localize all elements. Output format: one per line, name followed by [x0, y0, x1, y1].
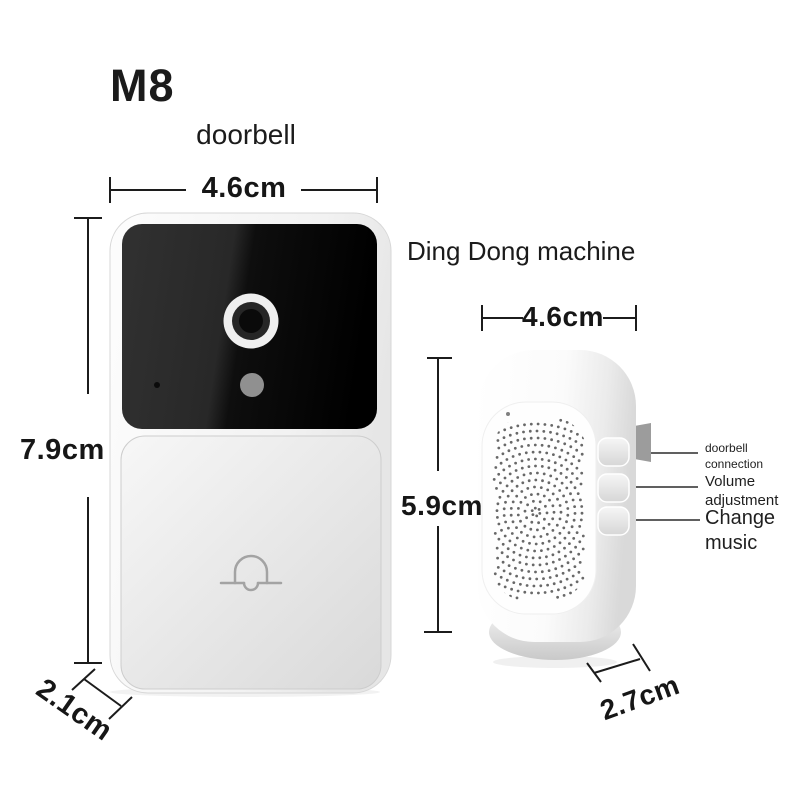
chime-side-buttons [597, 437, 630, 536]
chime-shadow [493, 656, 617, 668]
doorbell-press-button [120, 435, 382, 690]
bell-icon [219, 554, 283, 592]
light-sensor [240, 373, 264, 397]
chime-height-value: 5.9cm [401, 490, 483, 521]
mic-hole [154, 382, 160, 388]
volume-adjustment-label: Volume adjustment [705, 473, 779, 509]
change-music-button [597, 506, 630, 536]
model-title: M8 [110, 60, 175, 111]
chime-device [478, 350, 651, 668]
speaker-grille-icon [492, 418, 585, 600]
doorbell-height-dimension-line [74, 217, 102, 664]
doorbell-connection-label: doorbell connection [705, 441, 764, 472]
doorbell-connection-button [597, 437, 630, 467]
doorbell-label: doorbell [196, 119, 296, 150]
volume-adjustment-button [597, 473, 630, 503]
chime-width-value: 4.6cm [522, 301, 604, 332]
chime-front-face [481, 401, 597, 615]
camera-lens-core [239, 309, 263, 333]
doorbell-width-value: 4.6cm [201, 172, 287, 204]
chime-led-dot [506, 412, 510, 416]
chime-depth-dimension-line [586, 643, 651, 683]
chime-label: Ding Dong machine [407, 236, 636, 266]
change-music-label: Change music [705, 507, 776, 554]
chime-width-dimension-line [481, 305, 637, 331]
doorbell-depth-dimension-line [71, 668, 133, 720]
doorbell-device [109, 212, 392, 697]
doorbell-height-value: 7.9cm [20, 434, 105, 466]
power-plug-prong [634, 423, 651, 462]
chime-height-dimension-line [424, 357, 452, 633]
doorbell-width-dimension-line [109, 177, 378, 203]
